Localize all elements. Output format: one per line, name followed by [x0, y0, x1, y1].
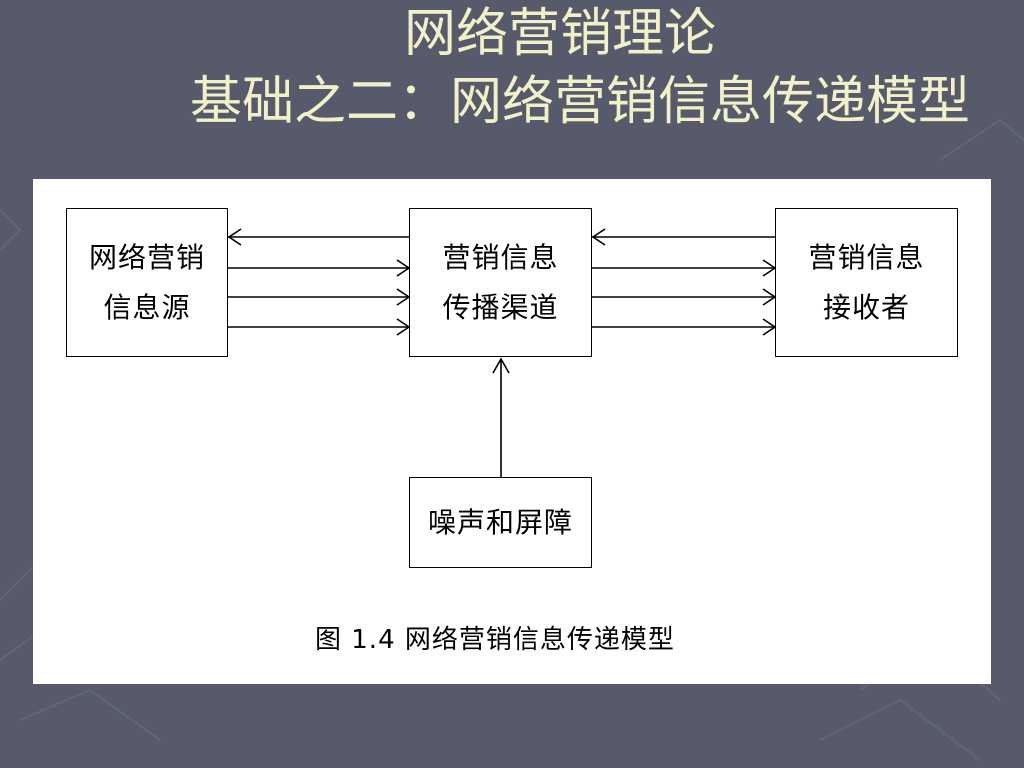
noise-label: 噪声和屏障 — [427, 505, 573, 539]
source-box: 网络营销 信息源 — [66, 208, 228, 357]
title-line-1: 网络营销理论 — [403, 4, 716, 64]
transmission-model-diagram: 网络营销 信息源 营销信息 传播渠道 营销信息 接收者 噪声和屏障 图 1.4 … — [33, 179, 991, 684]
feedback-arrowhead-source — [227, 228, 242, 246]
channel-label-line1: 营销信息 — [442, 240, 559, 274]
source-label-line2: 信息源 — [103, 290, 191, 324]
receiver-box: 营销信息 接收者 — [775, 208, 958, 357]
noise-arrowhead — [492, 357, 510, 374]
figure-caption: 图 1.4 网络营销信息传递模型 — [315, 625, 675, 655]
receiver-label-line1: 营销信息 — [808, 240, 925, 274]
channel-label-line2: 传播渠道 — [442, 290, 559, 324]
source-label-line1: 网络营销 — [88, 240, 205, 274]
title-line-2: 基础之二：网络营销信息传递模型 — [189, 72, 970, 132]
channel-box: 营销信息 传播渠道 — [409, 208, 592, 357]
noise-box: 噪声和屏障 — [409, 477, 592, 568]
receiver-label-line2: 接收者 — [822, 290, 910, 324]
slide-title: 网络营销理论 基础之二：网络营销信息传递模型 — [160, 0, 1000, 136]
feedback-arrowhead-receiver — [591, 228, 606, 246]
